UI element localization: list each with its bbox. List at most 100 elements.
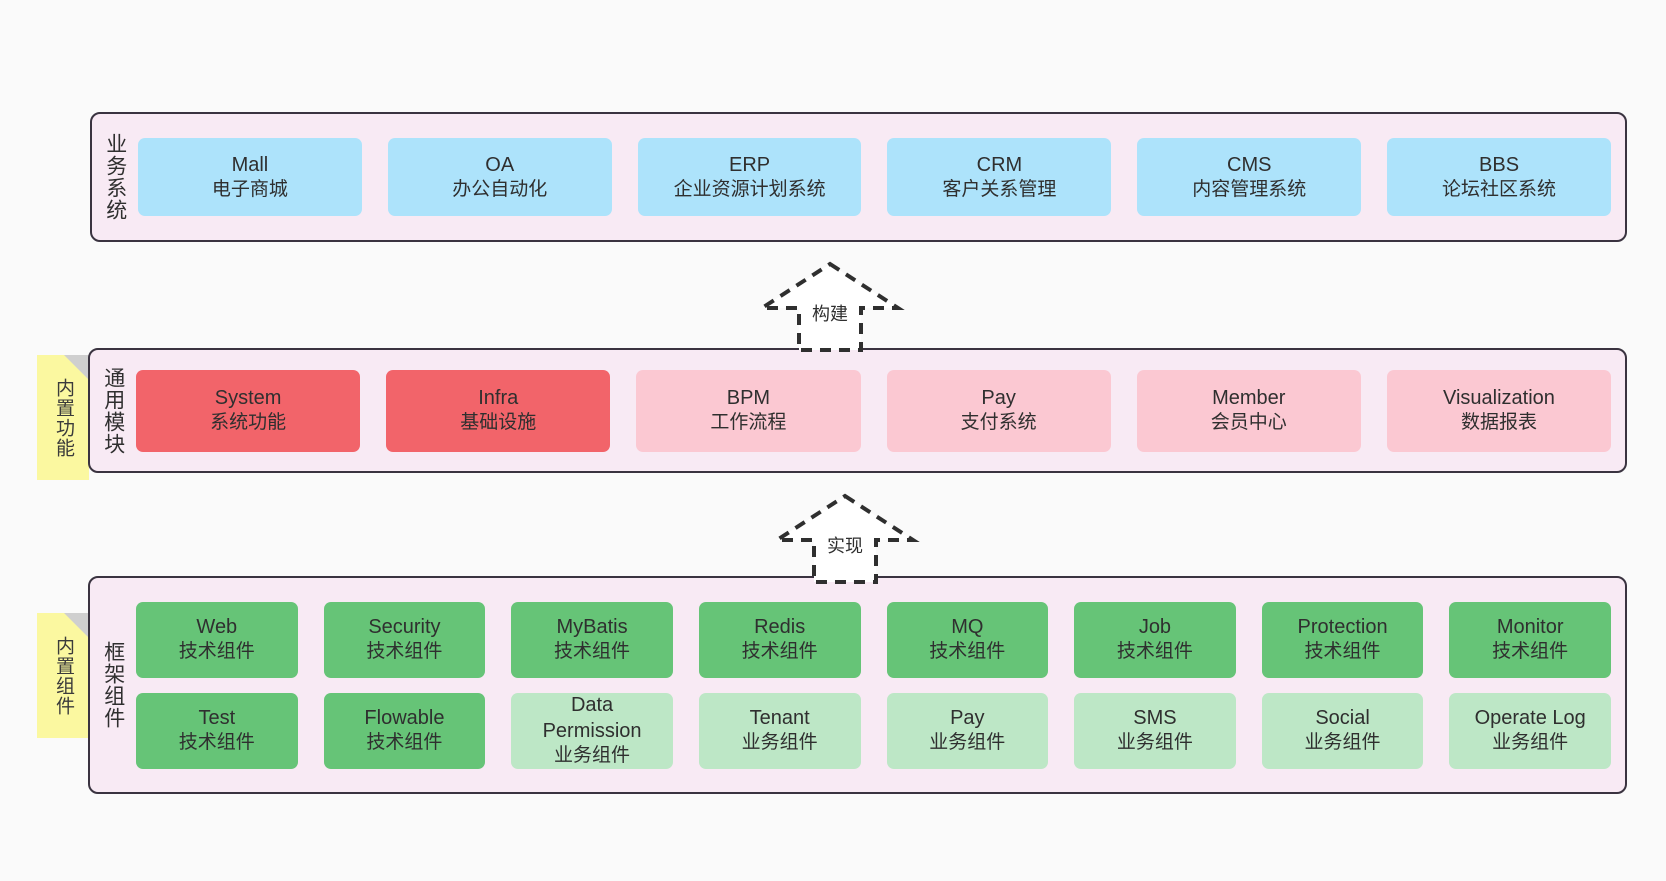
card-job[interactable]: Job 技术组件	[1074, 601, 1236, 678]
card-mq-name: MQ	[951, 616, 984, 639]
card-oa-sub: 办公自动化	[452, 178, 548, 200]
card-data-permission-sub: 业务组件	[554, 745, 631, 767]
card-mybatis-name: MyBatis	[556, 616, 628, 639]
card-operate-log[interactable]: Operate Log 业务组件	[1449, 692, 1611, 769]
common-modules-layer-title: 通用模块	[90, 350, 136, 471]
common-modules-cards: System 系统功能 Infra 基础设施 BPM 工作流程 Pay 支付系统…	[136, 350, 1625, 471]
card-flowable-name: Flowable	[364, 707, 445, 730]
card-mq-sub: 技术组件	[929, 641, 1006, 663]
common-modules-row: System 系统功能 Infra 基础设施 BPM 工作流程 Pay 支付系统…	[136, 369, 1612, 452]
common-modules-layer: 通用模块 System 系统功能 Infra 基础设施 BPM 工作流程 Pay…	[88, 348, 1627, 473]
card-pay-module[interactable]: Pay 支付系统	[886, 369, 1111, 452]
card-visualization-name: Visualization	[1442, 387, 1555, 410]
card-test-sub: 技术组件	[178, 732, 255, 754]
card-monitor-sub: 技术组件	[1492, 641, 1569, 663]
build-arrow-glyph	[755, 261, 905, 352]
card-bpm-sub: 工作流程	[710, 412, 787, 434]
card-data-permission[interactable]: Data Permission 业务组件	[511, 692, 673, 769]
card-mq[interactable]: MQ 技术组件	[886, 601, 1049, 678]
sticky-builtin-features: 内置功能	[37, 355, 89, 480]
card-bbs-sub: 论坛社区系统	[1442, 178, 1557, 200]
card-social-name: Social	[1315, 707, 1370, 730]
common-modules-layer-title-text: 通用模块	[101, 366, 125, 455]
card-infra-name: Infra	[478, 387, 519, 410]
card-bpm[interactable]: BPM 工作流程	[636, 369, 861, 452]
card-redis[interactable]: Redis 技术组件	[698, 601, 861, 678]
card-protection-sub: 技术组件	[1304, 641, 1381, 663]
card-flowable[interactable]: Flowable 技术组件	[323, 692, 486, 769]
business-system-layer: 业务系统 Mall 电子商城 OA 办公自动化 ERP 企业资源计划系统 CRM…	[90, 112, 1627, 242]
card-mybatis[interactable]: MyBatis 技术组件	[511, 601, 673, 678]
framework-components-cards: Web 技术组件 Security 技术组件 MyBatis 技术组件 Redi…	[136, 578, 1625, 792]
card-tenant-name: Tenant	[749, 707, 810, 730]
implement-arrow: 实现	[770, 490, 920, 585]
card-flowable-sub: 技术组件	[366, 732, 443, 754]
sticky-builtin-components-text: 内置组件	[52, 635, 74, 716]
card-sms-sub: 业务组件	[1116, 732, 1193, 754]
card-web-sub: 技术组件	[178, 641, 255, 663]
card-infra-sub: 基础设施	[460, 412, 537, 434]
framework-components-layer-title-text: 框架组件	[101, 641, 125, 729]
card-cms-name: CMS	[1227, 153, 1272, 176]
card-social[interactable]: Social 业务组件	[1261, 692, 1424, 769]
card-web[interactable]: Web 技术组件	[136, 601, 298, 678]
card-erp-name: ERP	[729, 153, 771, 176]
card-redis-sub: 技术组件	[741, 641, 818, 663]
card-oa-name: OA	[485, 153, 515, 176]
card-erp-sub: 企业资源计划系统	[673, 178, 826, 200]
card-bbs-name: BBS	[1479, 153, 1520, 176]
framework-components-layer-title: 框架组件	[90, 578, 136, 792]
card-pay-component-sub: 业务组件	[929, 732, 1006, 754]
card-web-name: Web	[196, 616, 238, 639]
card-redis-name: Redis	[754, 616, 806, 639]
implement-arrow-label: 实现	[827, 536, 863, 556]
card-bpm-name: BPM	[726, 387, 771, 410]
build-arrow-label: 构建	[812, 304, 848, 324]
card-oa[interactable]: OA 办公自动化	[387, 138, 612, 216]
card-monitor-name: Monitor	[1496, 616, 1564, 639]
card-pay-module-sub: 支付系统	[960, 412, 1037, 434]
card-sms[interactable]: SMS 业务组件	[1074, 692, 1236, 769]
card-cms[interactable]: CMS 内容管理系统	[1137, 138, 1362, 216]
card-data-permission-name: Data Permission	[542, 694, 642, 743]
card-protection-name: Protection	[1297, 616, 1388, 639]
card-tenant[interactable]: Tenant 业务组件	[698, 692, 861, 769]
card-crm[interactable]: CRM 客户关系管理	[887, 138, 1112, 216]
implement-arrow-glyph	[770, 493, 920, 584]
card-protection[interactable]: Protection 技术组件	[1261, 601, 1424, 678]
card-crm-sub: 客户关系管理	[942, 178, 1057, 200]
sticky-fold-corner-icon	[64, 355, 89, 380]
card-monitor[interactable]: Monitor 技术组件	[1449, 601, 1611, 678]
card-security-name: Security	[368, 616, 441, 639]
sticky-builtin-features-text: 内置功能	[52, 377, 74, 458]
card-mall[interactable]: Mall 电子商城	[138, 138, 362, 216]
card-operate-log-sub: 业务组件	[1492, 732, 1569, 754]
card-crm-name: CRM	[976, 153, 1023, 176]
card-member[interactable]: Member 会员中心	[1136, 369, 1361, 452]
card-visualization[interactable]: Visualization 数据报表	[1386, 369, 1612, 452]
card-member-sub: 会员中心	[1210, 412, 1287, 434]
sticky-builtin-components: 内置组件	[37, 613, 89, 738]
build-arrow: 构建	[755, 258, 905, 353]
card-test-name: Test	[198, 707, 236, 730]
card-sms-name: SMS	[1133, 707, 1177, 730]
card-security-sub: 技术组件	[366, 641, 443, 663]
business-system-cards: Mall 电子商城 OA 办公自动化 ERP 企业资源计划系统 CRM 客户关系…	[138, 114, 1625, 240]
card-mybatis-sub: 技术组件	[554, 641, 631, 663]
card-system-name: System	[214, 387, 282, 410]
card-operate-log-name: Operate Log	[1474, 707, 1586, 730]
card-mall-sub: 电子商城	[211, 178, 288, 200]
card-pay-component-name: Pay	[950, 707, 985, 730]
card-pay-component[interactable]: Pay 业务组件	[886, 692, 1049, 769]
card-member-name: Member	[1212, 387, 1286, 410]
card-system[interactable]: System 系统功能	[136, 369, 361, 452]
business-system-row: Mall 电子商城 OA 办公自动化 ERP 企业资源计划系统 CRM 客户关系…	[138, 138, 1611, 216]
business-system-layer-title: 业务系统	[92, 114, 138, 240]
card-bbs[interactable]: BBS 论坛社区系统	[1387, 138, 1611, 216]
card-test[interactable]: Test 技术组件	[136, 692, 298, 769]
card-security[interactable]: Security 技术组件	[323, 601, 486, 678]
card-system-sub: 系统功能	[210, 412, 287, 434]
card-erp[interactable]: ERP 企业资源计划系统	[637, 138, 862, 216]
card-infra[interactable]: Infra 基础设施	[386, 369, 611, 452]
framework-components-layer: 框架组件 Web 技术组件 Security 技术组件 MyBatis 技术组件…	[88, 576, 1627, 794]
